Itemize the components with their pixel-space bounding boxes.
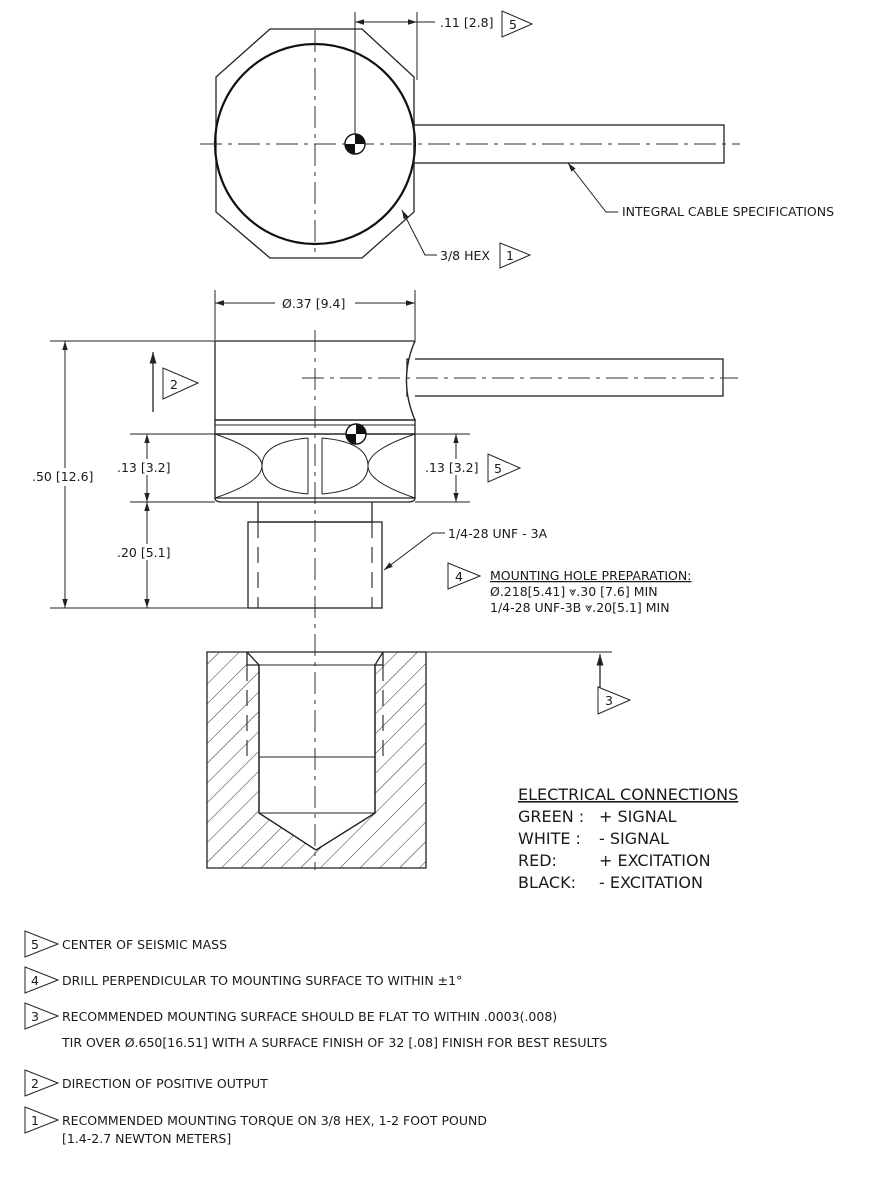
callout-integral-cable: INTEGRAL CABLE SPECIFICATIONS [622,204,834,219]
mounting-hole-section: 3 [206,651,632,869]
notes-list: 5 CENTER OF SEISMIC MASS 4 DRILL PERPEND… [24,930,607,1146]
elec-white-label: WHITE : [518,829,581,848]
center-of-mass-icon [344,133,366,155]
dim-overall-height: .50 [12.6] [32,469,93,484]
svg-text:TIR OVER Ø.650[16.51] WITH A S: TIR OVER Ø.650[16.51] WITH A SURFACE FIN… [61,1035,607,1050]
svg-text:RECOMMENDED MOUNTING TORQUE ON: RECOMMENDED MOUNTING TORQUE ON 3/8 HEX, … [62,1113,487,1128]
flag-4: 4 [455,569,463,584]
svg-text:3: 3 [31,1009,39,1024]
elec-white-value: - SIGNAL [599,829,669,848]
elec-green-label: GREEN : [518,807,584,826]
top-view: .11 [2.8] 5 INTEGRAL CABLE SPECIFICATION… [200,10,834,269]
svg-text:4: 4 [31,973,39,988]
svg-text:5: 5 [31,937,39,952]
mounting-hole-line1: Ø.218[5.41] ⩔.30 [7.6] MIN [490,584,658,599]
thread-stud [247,521,383,609]
center-of-mass-icon-side [345,423,367,445]
dim-hex-height-left: .13 [3.2] [117,460,171,475]
note-3: 3 RECOMMENDED MOUNTING SURFACE SHOULD BE… [24,1002,607,1050]
svg-text:1: 1 [31,1113,39,1128]
dim-diameter: Ø.37 [9.4] [282,296,345,311]
hatched-material [206,651,427,869]
callout-hex: 3/8 HEX [440,248,490,263]
note-5: 5 CENTER OF SEISMIC MASS [24,930,227,958]
electrical-title: ELECTRICAL CONNECTIONS [518,785,738,804]
elec-black-label: BLACK: [518,873,576,892]
dim-thread-length: .20 [5.1] [117,545,171,560]
note-2: 2 DIRECTION OF POSITIVE OUTPUT [24,1069,268,1097]
svg-text:DIRECTION OF POSITIVE OUTPUT: DIRECTION OF POSITIVE OUTPUT [62,1076,268,1091]
svg-text:DRILL PERPENDICULAR TO MOUNTIN: DRILL PERPENDICULAR TO MOUNTING SURFACE … [62,973,462,988]
elec-black-value: - EXCITATION [599,873,703,892]
dim-hex-height-right: .13 [3.2] [425,460,479,475]
flag-3: 3 [605,693,613,708]
note-4: 4 DRILL PERPENDICULAR TO MOUNTING SURFAC… [24,966,462,994]
mounting-hole-line2: 1/4-28 UNF-3B ⩔.20[5.1] MIN [490,600,670,615]
svg-text:RECOMMENDED MOUNTING SURFACE S: RECOMMENDED MOUNTING SURFACE SHOULD BE F… [62,1009,557,1024]
elec-red-value: + EXCITATION [599,851,711,870]
svg-text:2: 2 [31,1076,39,1091]
dim-hex-offset: .11 [2.8] [440,15,494,30]
elec-green-value: + SIGNAL [599,807,677,826]
callout-thread: 1/4-28 UNF - 3A [448,526,548,541]
svg-text:[1.4-2.7 NEWTON METERS]: [1.4-2.7 NEWTON METERS] [62,1131,231,1146]
side-view: Ø.37 [9.4] 2 [30,290,738,870]
elec-red-label: RED: [518,851,557,870]
flag-5-top: 5 [509,17,517,32]
electrical-connections: ELECTRICAL CONNECTIONS GREEN : + SIGNAL … [518,785,738,892]
note-1: 1 RECOMMENDED MOUNTING TORQUE ON 3/8 HEX… [24,1106,487,1146]
mounting-hole-title: MOUNTING HOLE PREPARATION: [490,568,691,583]
flag-2: 2 [170,377,178,392]
flag-5-side: 5 [494,461,502,476]
flag-1: 1 [506,248,514,263]
svg-text:CENTER OF SEISMIC MASS: CENTER OF SEISMIC MASS [62,937,227,952]
